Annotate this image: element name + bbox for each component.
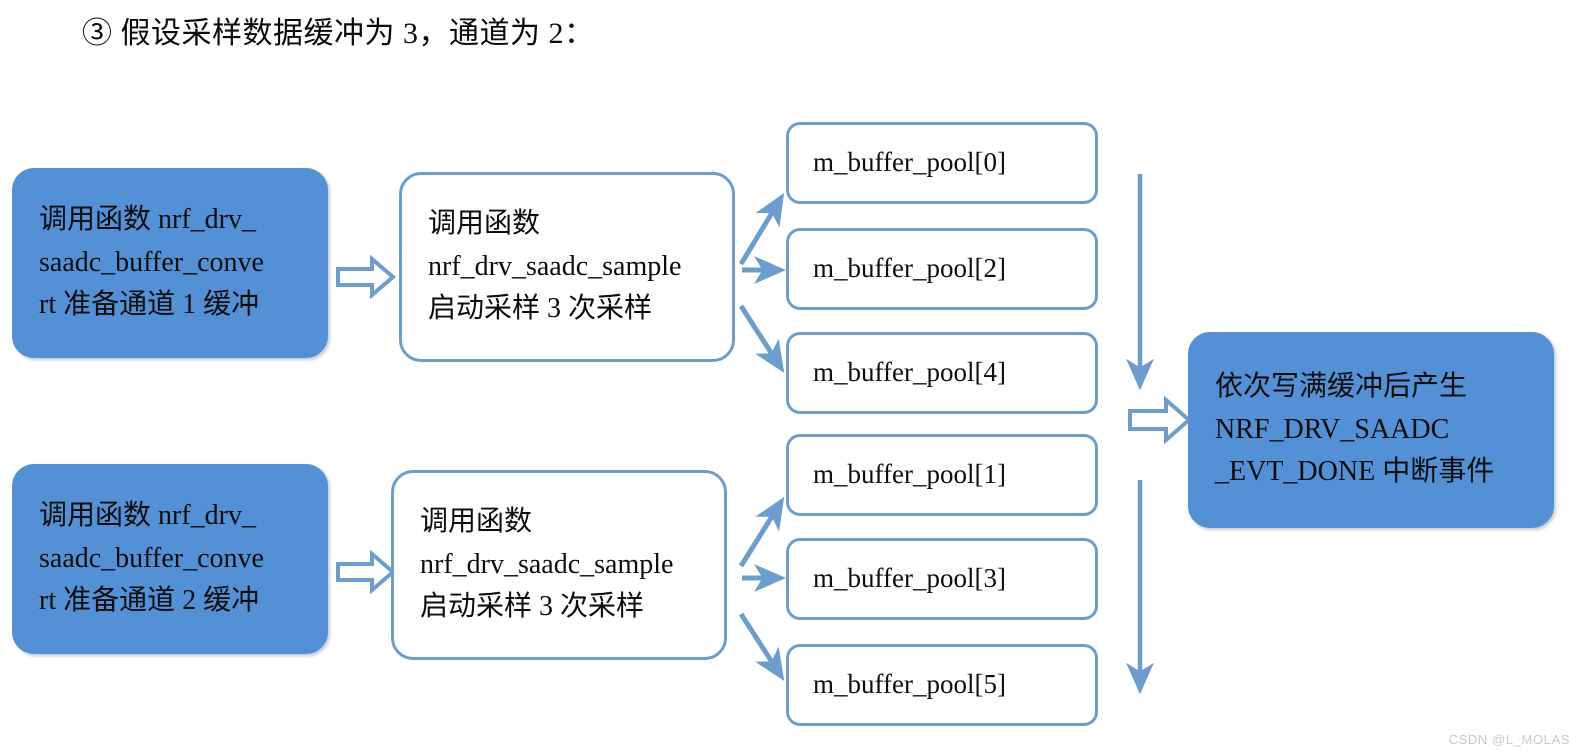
prepare-line: rt 准备通道 1 缓冲 xyxy=(39,289,260,321)
buffers-to-result-arrow xyxy=(1128,396,1192,444)
sample-line: 调用函数 xyxy=(420,506,533,538)
result-line: 依次写满缓冲后产生 xyxy=(1215,371,1468,403)
sample-to-buffer-arrow-up-1 xyxy=(738,188,790,268)
result-line: NRF_DRV_SAADC xyxy=(1215,413,1450,445)
buffer-pool-box: m_buffer_pool[3] xyxy=(786,538,1098,620)
watermark: CSDN @L_MOLAS xyxy=(1448,732,1570,747)
page-title: ③ 假设采样数据缓冲为 3，通道为 2： xyxy=(82,17,595,50)
buffer-pool-label: m_buffer_pool[0] xyxy=(813,147,1006,178)
result-box: 依次写满缓冲后产生 NRF_DRV_SAADC _EVT_DONE 中断事件 xyxy=(1188,332,1554,528)
buffer-pool-box: m_buffer_pool[2] xyxy=(786,228,1098,310)
buffer-pool-label: m_buffer_pool[1] xyxy=(813,459,1006,490)
prepare-box-channel-1: 调用函数 nrf_drv_ saadc_buffer_conve rt 准备通道… xyxy=(12,168,328,358)
prepare-box-channel-2: 调用函数 nrf_drv_ saadc_buffer_conve rt 准备通道… xyxy=(12,464,328,654)
prepare-line: saadc_buffer_conve xyxy=(39,246,264,278)
prepare-line: 调用函数 nrf_drv_ xyxy=(39,204,256,236)
sample-to-buffer-arrow-down-1 xyxy=(738,300,790,380)
buffers-down-arrow-1 xyxy=(1122,172,1162,402)
result-line: _EVT_DONE 中断事件 xyxy=(1215,456,1495,488)
sample-line: nrf_drv_saadc_sample xyxy=(428,250,682,282)
prepare-line: saadc_buffer_conve xyxy=(39,542,264,574)
sample-to-buffer-arrow-right-2 xyxy=(740,563,790,593)
buffer-pool-label: m_buffer_pool[3] xyxy=(813,563,1006,594)
sample-to-buffer-arrow-up-2 xyxy=(738,492,790,572)
sample-box-channel-1: 调用函数 nrf_drv_saadc_sample 启动采样 3 次采样 xyxy=(399,172,735,362)
sample-to-buffer-arrow-right-1 xyxy=(740,255,790,285)
prepare-line: 调用函数 nrf_drv_ xyxy=(39,500,256,532)
buffer-pool-label: m_buffer_pool[2] xyxy=(813,253,1006,284)
buffer-pool-box: m_buffer_pool[4] xyxy=(786,332,1098,414)
sample-line: 调用函数 xyxy=(428,208,541,240)
buffer-pool-box: m_buffer_pool[5] xyxy=(786,644,1098,726)
buffer-pool-label: m_buffer_pool[4] xyxy=(813,357,1006,388)
buffers-down-arrow-2 xyxy=(1122,478,1162,708)
buffer-pool-box: m_buffer_pool[1] xyxy=(786,434,1098,516)
prepare-to-sample-arrow-1 xyxy=(336,255,396,299)
prepare-line: rt 准备通道 2 缓冲 xyxy=(39,585,260,617)
sample-line: 启动采样 3 次采样 xyxy=(428,293,653,325)
sample-box-channel-2: 调用函数 nrf_drv_saadc_sample 启动采样 3 次采样 xyxy=(391,470,727,660)
sample-line: 启动采样 3 次采样 xyxy=(420,591,645,623)
sample-to-buffer-arrow-down-2 xyxy=(738,608,790,688)
buffer-pool-box: m_buffer_pool[0] xyxy=(786,122,1098,204)
prepare-to-sample-arrow-2 xyxy=(336,550,396,594)
buffer-pool-label: m_buffer_pool[5] xyxy=(813,669,1006,700)
sample-line: nrf_drv_saadc_sample xyxy=(420,548,674,580)
